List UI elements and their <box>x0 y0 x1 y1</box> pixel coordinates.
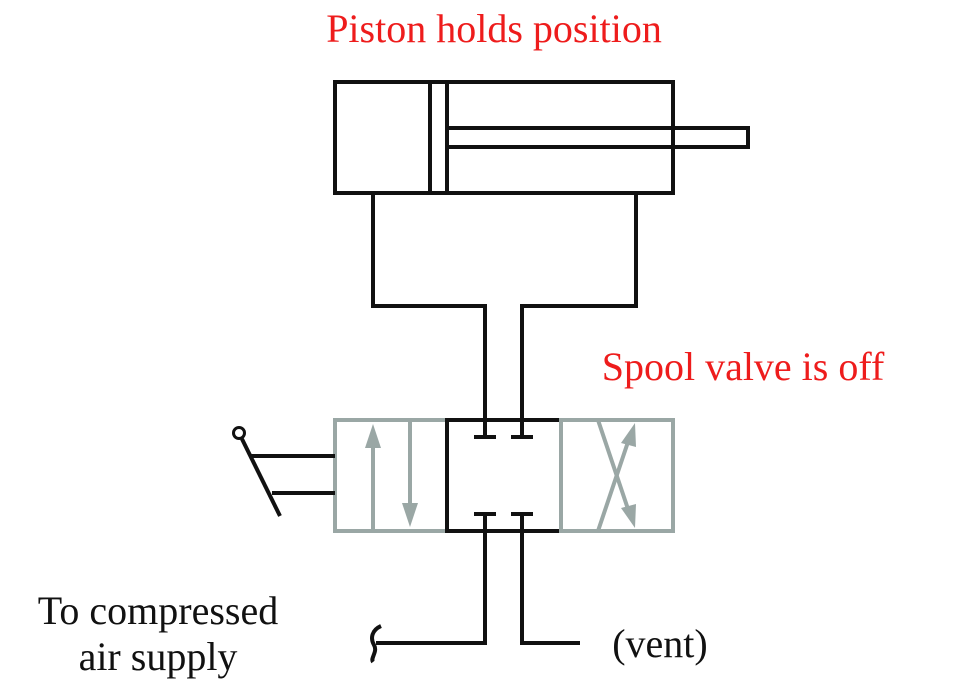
valve-center-envelope <box>445 418 563 533</box>
cross-arrow-up-line <box>596 435 632 532</box>
cross-arrow-down-line <box>596 419 632 516</box>
hand-lever <box>232 426 335 517</box>
valve-state-label: Spool valve is off <box>602 344 885 389</box>
title-label: Piston holds position <box>326 6 662 51</box>
cylinder-body <box>333 80 675 195</box>
lever-knob-icon <box>232 426 246 440</box>
vent-line <box>520 531 580 645</box>
supply-line <box>376 531 487 645</box>
vent-label: (vent) <box>612 621 708 666</box>
line-cylinder-cap-end <box>371 193 487 436</box>
cross-arrow-up-icon <box>621 423 636 447</box>
valve-right-envelope <box>559 418 675 533</box>
cylinder <box>333 80 750 195</box>
arrow-down-icon <box>402 503 418 527</box>
line-break-squiggle-icon <box>370 624 382 664</box>
valve-left-envelope <box>333 418 449 533</box>
piston <box>428 80 449 195</box>
lever-arm <box>240 438 282 517</box>
cross-arrow-down-icon <box>621 504 636 528</box>
piston-rod <box>447 126 750 149</box>
line-cylinder-rod-end <box>520 193 638 436</box>
supply-label-line2: air supply <box>79 634 238 679</box>
arrow-up-icon <box>365 424 381 448</box>
supply-label-line1: To compressed <box>38 588 278 633</box>
